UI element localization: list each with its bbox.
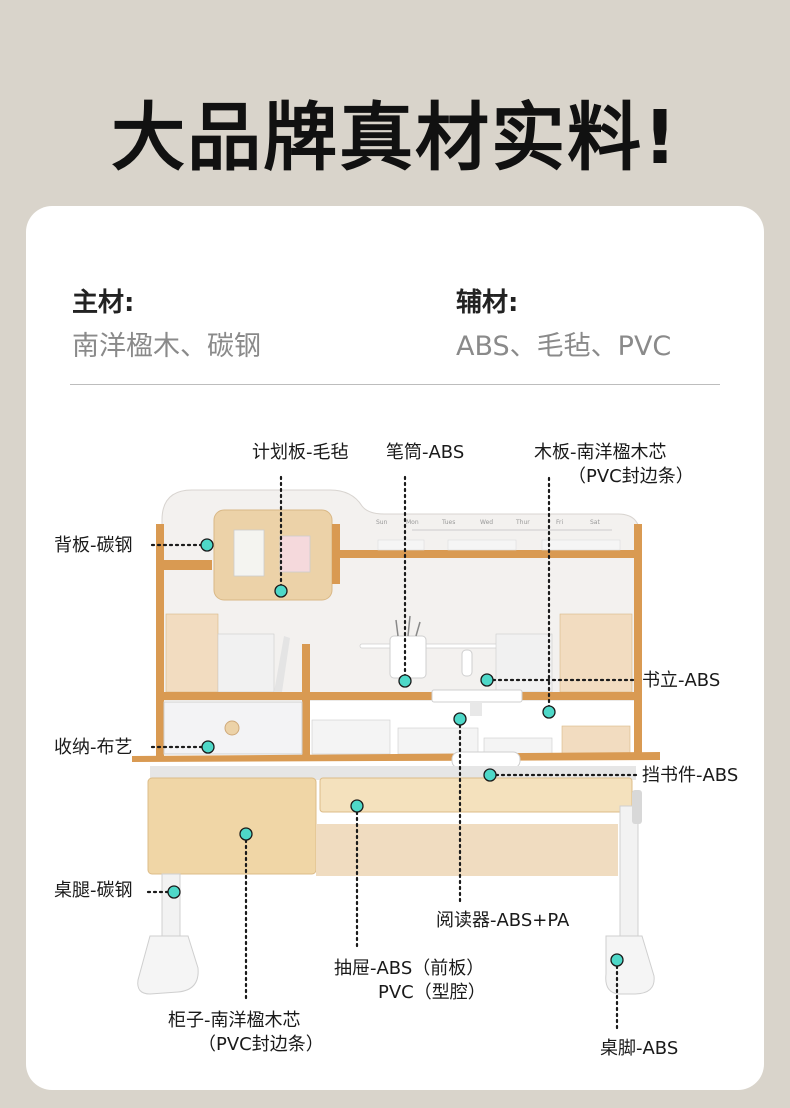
callout-foot: 桌脚-ABS [600, 1038, 679, 1059]
aux-material-value: ABS、毛毡、PVC [456, 331, 672, 362]
callout-book-stand: 书立-ABS [642, 670, 721, 691]
marker-cabinet [239, 827, 253, 841]
callout-back-panel: 背板-碳钢 [54, 535, 133, 556]
marker-desk-leg [167, 885, 181, 899]
weekday-label: Tues [441, 519, 455, 526]
callout-cabinet-1: 柜子-南洋楹木芯 [168, 1010, 301, 1031]
left-post [156, 524, 164, 760]
week-strip: Sun Mon Tues Wed Thur Fri Sat [376, 519, 612, 531]
weekday-label: Sun [376, 519, 388, 526]
marker-book-stopper [483, 768, 497, 782]
callout-wood-board-1: 木板-南洋楹木芯 [534, 442, 667, 463]
marker-wood-board [542, 705, 556, 719]
divider [70, 384, 720, 385]
callout-drawer-2: PVC（型腔） [378, 982, 486, 1003]
marker-storage [201, 740, 215, 754]
desktop [132, 752, 660, 762]
marker-pen-holder [398, 674, 412, 688]
callout-cabinet-2: （PVC封边条） [198, 1034, 324, 1055]
marker-reader [453, 712, 467, 726]
pen-holder [389, 635, 427, 679]
marker-back-panel [200, 538, 214, 552]
top-shelf [332, 550, 636, 558]
callout-drawer-1: 抽屉-ABS（前板） [334, 958, 485, 979]
middle-shelf [160, 692, 638, 700]
weekday-label: Mon [406, 519, 419, 526]
drawer [319, 777, 633, 813]
main-material-value: 南洋楹木、碳钢 [72, 331, 261, 362]
callout-storage: 收纳-布艺 [54, 737, 133, 758]
marker-foot [610, 953, 624, 967]
cabinet [147, 777, 317, 875]
headline: 大品牌真材实料! [111, 95, 679, 181]
marker-planner [274, 584, 288, 598]
callout-planner: 计划板-毛毡 [252, 442, 349, 463]
planner-board [213, 509, 333, 601]
callout-book-stopper: 挡书件-ABS [642, 765, 739, 786]
callout-desk-leg: 桌腿-碳钢 [54, 880, 133, 901]
weekday-label: Wed [480, 519, 493, 526]
reader [431, 689, 523, 703]
callout-wood-board-2: （PVC封边条） [568, 466, 694, 487]
callout-pen-holder: 笔筒-ABS [386, 442, 465, 463]
right-post [634, 524, 642, 760]
weekday-label: Sat [590, 519, 600, 526]
left-foot [137, 935, 199, 995]
left-leg [161, 873, 181, 939]
right-leg [619, 805, 639, 939]
weekday-label: Fri [556, 519, 563, 526]
aux-material-title: 辅材: [456, 288, 519, 318]
main-material-title: 主材: [72, 288, 135, 318]
book-stopper [451, 751, 521, 769]
weekday-label: Thur [515, 519, 530, 526]
callout-reader: 阅读器-ABS+PA [436, 910, 570, 931]
marker-drawer [350, 799, 364, 813]
marker-book-stand [480, 673, 494, 687]
